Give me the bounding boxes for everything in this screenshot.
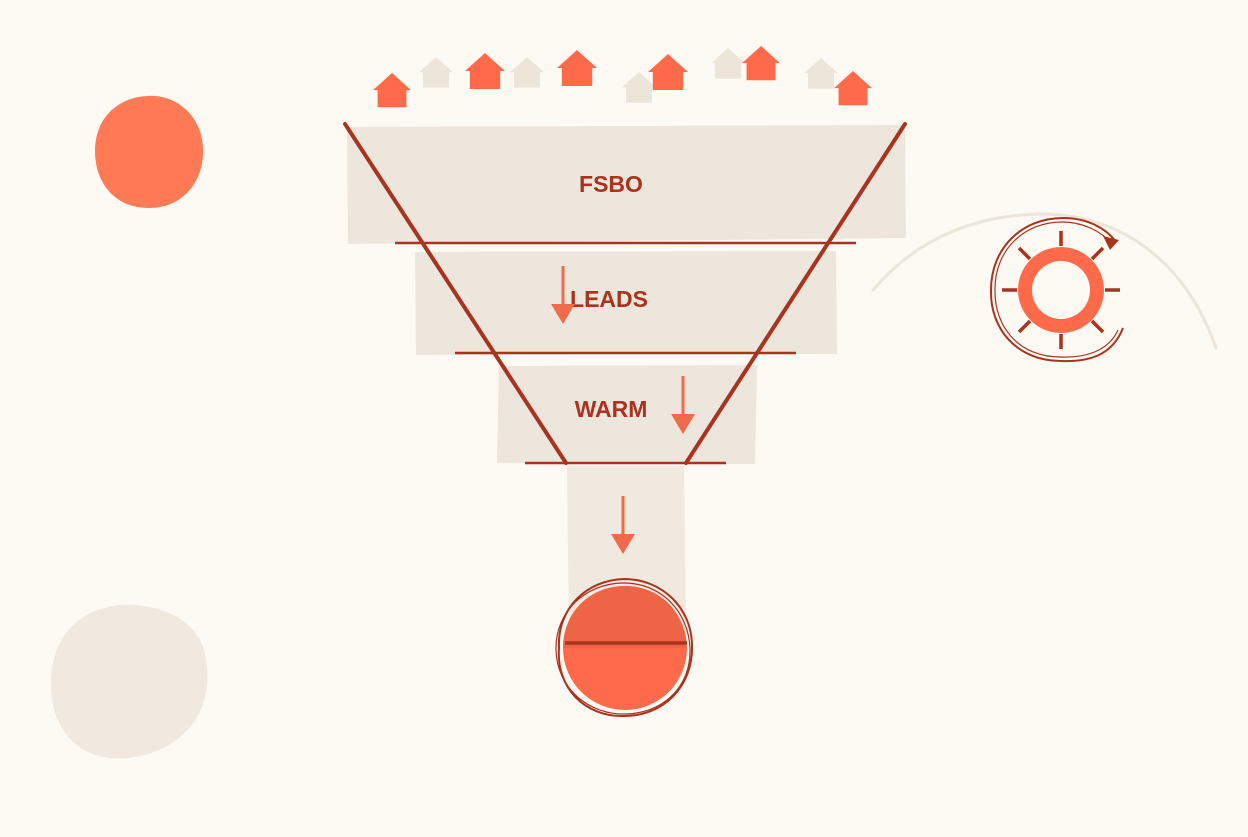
funnel-panels [347,125,906,640]
house-row [373,46,872,108]
funnel-wall-left [343,122,568,465]
arrow-down-icon [551,266,575,324]
house-icon [622,72,656,103]
stage-dividers [395,241,856,465]
house-icon [373,73,411,108]
stage-label-leads: LEADS [570,286,648,312]
decor-blob-beige [51,604,208,759]
stage-label-warm: WARM [575,396,648,422]
funnel-wall-right [684,122,907,465]
house-icon [742,46,780,81]
coin-icon [555,577,694,718]
house-icon [557,50,597,86]
house-icon [648,54,688,90]
stage-panel-fsbo [347,125,906,244]
arrow-down-icon [611,496,635,554]
stage-panel-leads [415,251,837,355]
house-icon [711,48,745,79]
funnel-walls [343,122,907,465]
house-icon [465,53,505,89]
stage-label-fsbo: FSBO [579,171,643,197]
decor-dot-coral [95,95,204,209]
stage-panel-warm [497,365,757,464]
house-icon [510,57,544,88]
house-icon [419,57,453,88]
gear-cycle-icon [871,212,1218,363]
arrow-down-icon [671,376,695,434]
house-icon [834,71,872,106]
house-icon [804,58,838,89]
